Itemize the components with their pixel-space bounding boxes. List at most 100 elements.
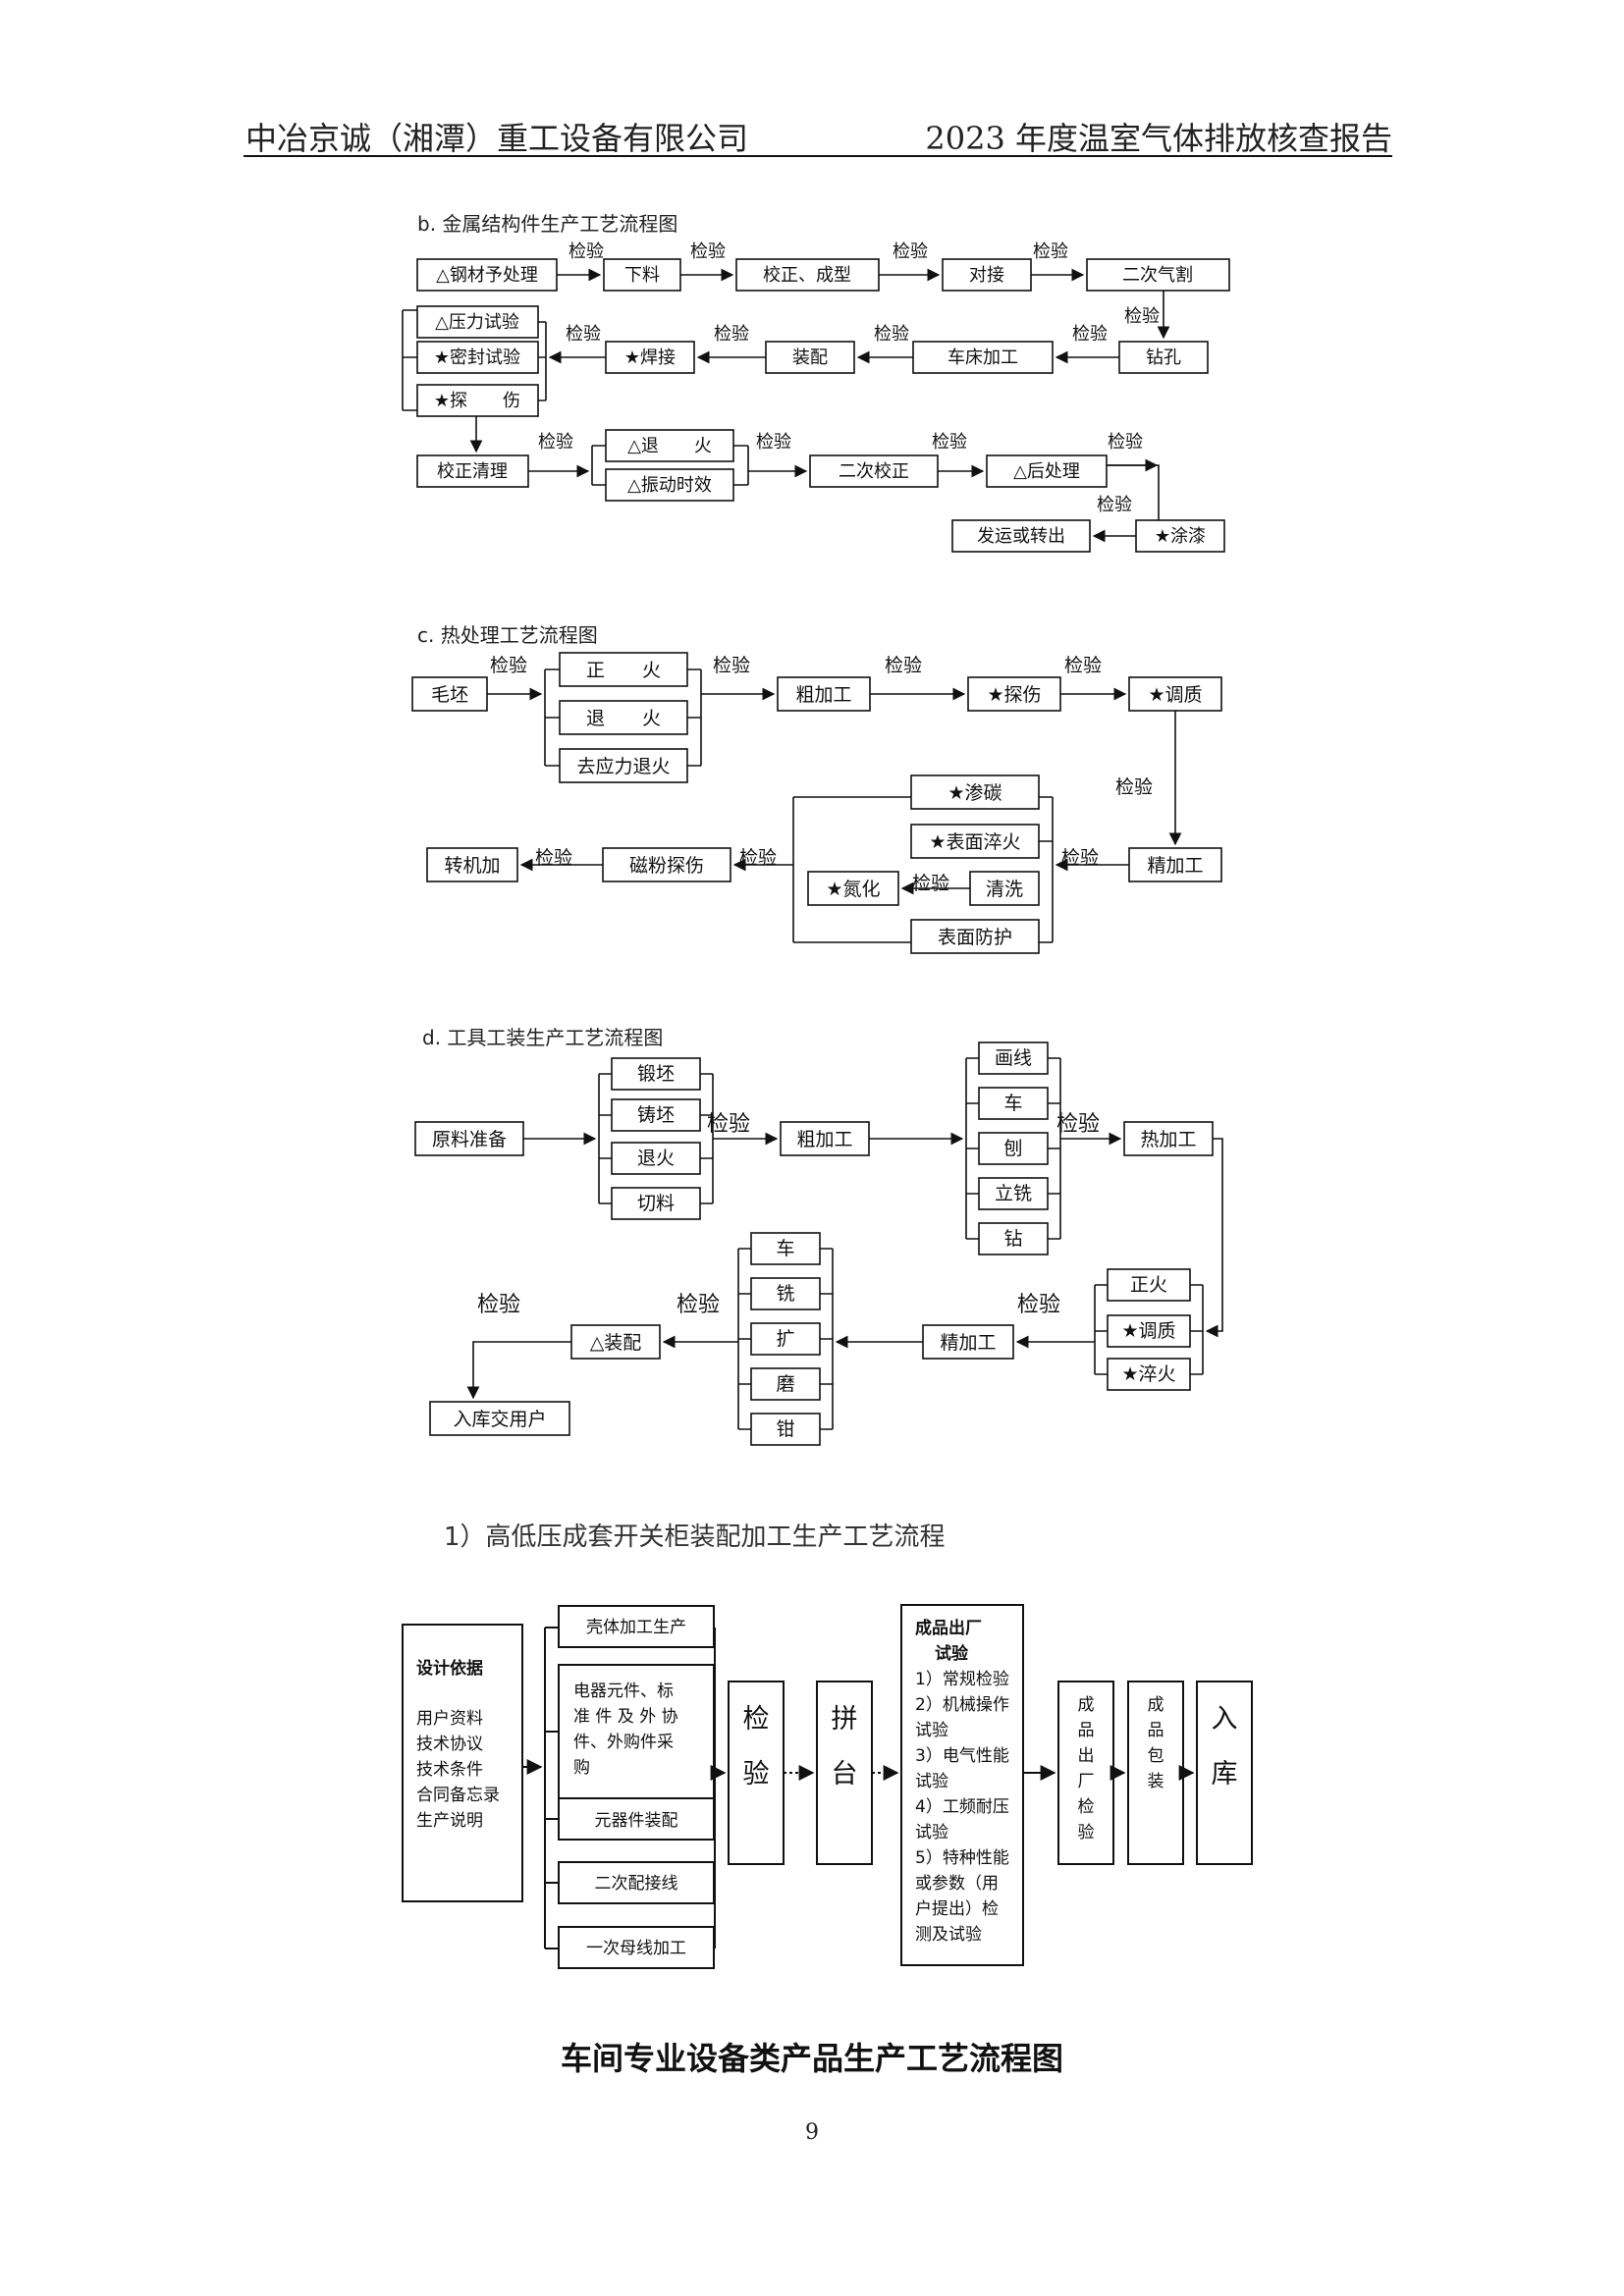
label-normalizing: 正 火 bbox=[586, 660, 661, 681]
inspect-label: 检验 bbox=[690, 241, 726, 262]
label-surface-protect: 表面防护 bbox=[938, 927, 1012, 948]
label-finish-machining: 精加工 bbox=[940, 1332, 996, 1354]
inspect-label: 检验 bbox=[707, 1112, 750, 1137]
flow-c-labels: 毛坯 正 火 退 火 去应力退火 粗加工 ★探伤 ★调质 精加工 ★渗碳 ★表面… bbox=[431, 655, 1204, 948]
label-annealing: 退 火 bbox=[586, 708, 661, 729]
inspect-label: 检验 bbox=[1064, 655, 1102, 676]
inspect-label: 检验 bbox=[568, 241, 604, 262]
label-final-inspect-char: 成 bbox=[1078, 1695, 1095, 1715]
header-rule bbox=[244, 155, 1392, 157]
header-report-title: 2023 年度温室气体排放核查报告 bbox=[925, 120, 1392, 157]
label-final-inspect-char: 厂 bbox=[1078, 1772, 1095, 1791]
section-c-title: c. 热处理工艺流程图 bbox=[417, 623, 598, 647]
page-number: 9 bbox=[805, 2120, 819, 2145]
flow-d-labels: 原料准备 锻坯 铸坯 退火 切料 粗加工 画线 车 刨 立铣 钻 热加工 正火 … bbox=[432, 1047, 1197, 1440]
label-assemble-char: 拼 bbox=[832, 1704, 858, 1735]
label-packaging-char: 包 bbox=[1148, 1746, 1164, 1766]
label-storage-char: 入 bbox=[1212, 1704, 1238, 1735]
label-quenching: ★淬火 bbox=[1121, 1363, 1175, 1385]
label-factory-test-item: 测及试验 bbox=[915, 1925, 982, 1945]
label-design-basis-item: 用户资料 bbox=[416, 1709, 483, 1729]
label-packaging-char: 品 bbox=[1148, 1721, 1164, 1740]
label-packaging-char: 成 bbox=[1148, 1695, 1164, 1715]
label-straighten-clean: 校正清理 bbox=[437, 461, 508, 482]
box-to-machining bbox=[426, 847, 518, 882]
inspect-label: 检验 bbox=[538, 432, 573, 453]
label-flaw-detect: ★探伤 bbox=[987, 684, 1041, 706]
label-to-machining: 转机加 bbox=[444, 855, 500, 877]
label-normalizing: 正火 bbox=[1130, 1274, 1167, 1296]
label-components-line: 电器元件、标 bbox=[573, 1682, 674, 1701]
box-surface-protect bbox=[910, 919, 1040, 954]
label-hot-working: 热加工 bbox=[1140, 1129, 1196, 1150]
label-magnetic-flaw: 磁粉探伤 bbox=[629, 855, 704, 877]
label-planing: 刨 bbox=[1003, 1138, 1022, 1159]
label-assemble-char: 台 bbox=[832, 1759, 858, 1789]
label-turn2: 车 bbox=[776, 1238, 794, 1259]
label-quench-temper: ★调质 bbox=[1121, 1320, 1175, 1342]
flow-d bbox=[414, 1041, 1223, 1446]
label-factory-test-item: 户提出）检 bbox=[915, 1899, 999, 1919]
label-cutting: 切料 bbox=[637, 1193, 675, 1214]
label-factory-test-item: 3）电气性能 bbox=[915, 1746, 1009, 1766]
label-design-basis-item: 合同备忘录 bbox=[416, 1786, 500, 1805]
inspect-label: 检验 bbox=[885, 655, 922, 676]
flow-b-labels: △钢材予处理 下料 校正、成型 对接 二次气割 钻孔 车床加工 装配 ★焊接 △… bbox=[434, 241, 1206, 547]
label-primary-busbar: 一次母线加工 bbox=[586, 1939, 686, 1958]
label-cleaning: 清洗 bbox=[986, 879, 1023, 900]
label-bench2: 钳 bbox=[776, 1418, 794, 1440]
label-factory-test-item: 1）常规检验 bbox=[915, 1670, 1009, 1689]
label-factory-test-title: 成品出厂 bbox=[915, 1618, 982, 1638]
label-drilling: 钻孔 bbox=[1146, 347, 1181, 368]
label-final-inspect-char: 品 bbox=[1078, 1721, 1095, 1740]
label-steel-pretreat: △钢材予处理 bbox=[436, 265, 538, 286]
label-stress-relief: 去应力退火 bbox=[576, 756, 670, 777]
section-d-title: d. 工具工装生产工艺流程图 bbox=[422, 1026, 664, 1049]
label-annealing: △退 火 bbox=[627, 436, 712, 456]
inspect-label: 检验 bbox=[874, 324, 909, 345]
label-storage-delivery: 入库交用户 bbox=[453, 1409, 546, 1430]
box-factory-test bbox=[900, 1604, 1024, 1966]
inspect-label: 检验 bbox=[566, 324, 601, 345]
inspect-label: 检验 bbox=[739, 847, 777, 869]
label-mill2: 铣 bbox=[776, 1283, 794, 1305]
section-b-title: b. 金属结构件生产工艺流程图 bbox=[417, 212, 678, 236]
label-forging-blank: 锻坯 bbox=[637, 1063, 675, 1085]
label-finish-machining: 精加工 bbox=[1147, 855, 1203, 877]
inspect-label: 检验 bbox=[1056, 1112, 1100, 1137]
header-company: 中冶京诚（湘潭）重工设备有限公司 bbox=[245, 120, 749, 157]
inspect-label: 检验 bbox=[1033, 241, 1068, 262]
inspect-label: 检验 bbox=[756, 432, 791, 453]
label-casting-blank: 铸坯 bbox=[637, 1104, 675, 1126]
inspect-label: 检验 bbox=[893, 241, 928, 262]
label-vibration-aging: △振动时效 bbox=[627, 475, 712, 496]
flow-switchgear-vertical-labels: 检 验 拼 台 成 品 出 厂 检 验 成 品 包 装 入 库 bbox=[743, 1695, 1238, 1842]
flow-switchgear-labels: 设计依据 用户资料 技术协议 技术条件 合同备忘录 生产说明 壳体加工生产 电器… bbox=[416, 1618, 1009, 1958]
inspect-label: 检验 bbox=[713, 655, 750, 676]
label-quench-temper: ★调质 bbox=[1148, 684, 1202, 706]
label-carburizing: ★渗碳 bbox=[947, 782, 1001, 804]
label-surface-quench: ★表面淬火 bbox=[929, 831, 1020, 853]
flow-d-inspect-labels: 检验 检验 检验 检验 检验 bbox=[477, 1112, 1100, 1317]
label-design-basis-title: 设计依据 bbox=[416, 1658, 483, 1679]
label-secondary-straighten: 二次校正 bbox=[839, 461, 909, 482]
label-secondary-gas-cut: 二次气割 bbox=[1122, 265, 1193, 286]
inspect-label: 检验 bbox=[1061, 847, 1099, 869]
label-butt-joint: 对接 bbox=[969, 265, 1004, 286]
label-factory-test-title: 试验 bbox=[935, 1643, 969, 1664]
box-secondary-gas-cut bbox=[1086, 258, 1230, 292]
inspect-label: 检验 bbox=[1124, 306, 1160, 327]
inspect-label: 检验 bbox=[932, 432, 967, 453]
label-components-line: 件、外购件采 bbox=[573, 1733, 674, 1752]
label-packaging-char: 装 bbox=[1148, 1772, 1164, 1791]
label-inspect-char: 检 bbox=[743, 1704, 770, 1735]
box-storage-delivery bbox=[429, 1401, 570, 1436]
box-ship-or-transfer bbox=[951, 519, 1091, 553]
box-carburizing bbox=[910, 774, 1040, 810]
label-cutting: 下料 bbox=[624, 265, 660, 286]
inspect-label: 检验 bbox=[714, 324, 749, 345]
label-ship-or-transfer: 发运或转出 bbox=[977, 526, 1065, 547]
inspect-label: 检验 bbox=[1115, 776, 1153, 798]
label-storage-char: 库 bbox=[1212, 1759, 1238, 1789]
